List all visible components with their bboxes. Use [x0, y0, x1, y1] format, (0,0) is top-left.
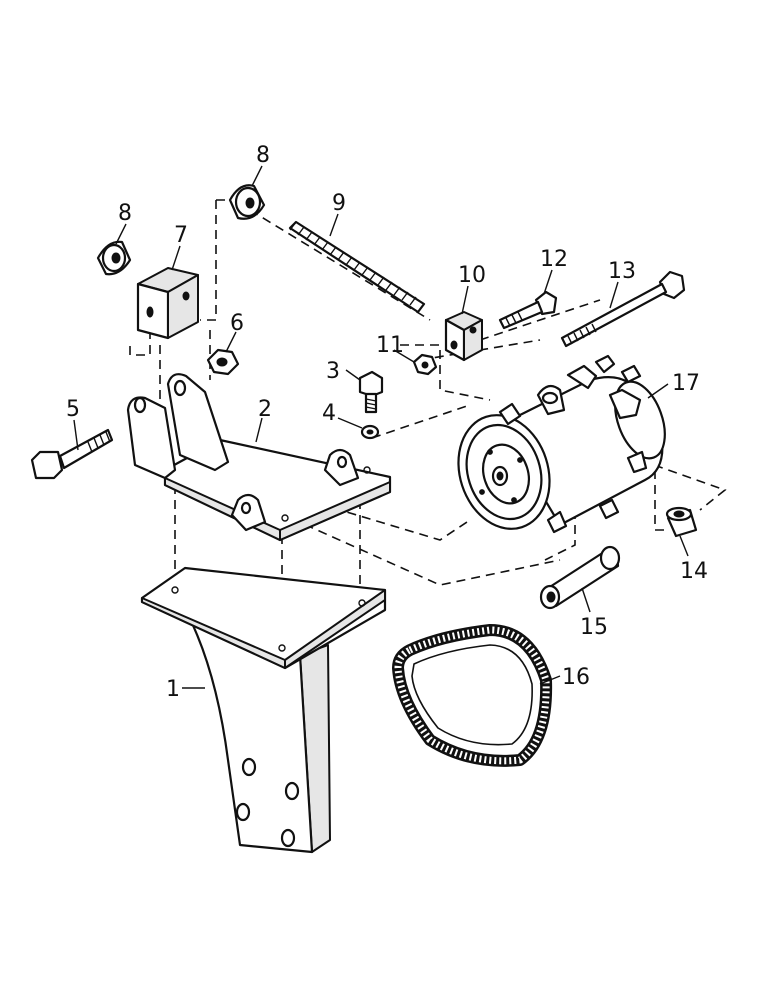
callout-4: 4 — [322, 401, 336, 426]
part-16-belt — [392, 624, 553, 767]
callout-14: 14 — [680, 559, 708, 584]
part-3-bolt — [358, 370, 384, 414]
callout-15: 15 — [580, 615, 608, 640]
part-14-bushing — [665, 506, 698, 538]
part-7-block — [136, 267, 199, 340]
callout-8-top: 8 — [256, 143, 270, 168]
callout-9: 9 — [332, 191, 346, 216]
callout-2: 2 — [258, 397, 272, 422]
callout-12: 12 — [540, 247, 568, 272]
part-15-spacer-sleeve — [539, 545, 621, 610]
part-17-compressor — [457, 354, 666, 534]
callout-16: 16 — [562, 665, 590, 690]
callout-5: 5 — [66, 397, 80, 422]
part-2-upper-bracket — [126, 373, 392, 542]
callout-3: 3 — [326, 359, 340, 384]
part-5-bolt — [30, 428, 114, 480]
part-13-long-bolt — [560, 270, 686, 348]
callout-leader-lines — [73, 165, 689, 689]
callout-17: 17 — [672, 371, 700, 396]
callout-7: 7 — [174, 223, 188, 248]
callout-13: 13 — [608, 259, 636, 284]
part-4-washer — [360, 424, 380, 440]
callout-labels: 1 2 3 4 5 6 7 8 8 9 10 11 12 13 14 15 16… — [66, 143, 708, 702]
part-1-mounting-bracket — [140, 566, 387, 854]
part-12-bolt — [498, 290, 558, 330]
callout-10: 10 — [458, 263, 486, 288]
assembly-guide-lines — [129, 199, 727, 640]
part-8-nut-top — [228, 184, 266, 220]
callout-11: 11 — [376, 333, 404, 358]
callout-8-left: 8 — [118, 201, 132, 226]
part-11-nut — [412, 353, 438, 376]
part-8-nut-left — [96, 240, 132, 276]
part-6-nut — [206, 348, 240, 376]
callout-6: 6 — [230, 311, 244, 336]
callout-1: 1 — [166, 677, 180, 702]
part-9-threaded-rod — [288, 220, 426, 314]
part-10-block — [444, 311, 483, 362]
